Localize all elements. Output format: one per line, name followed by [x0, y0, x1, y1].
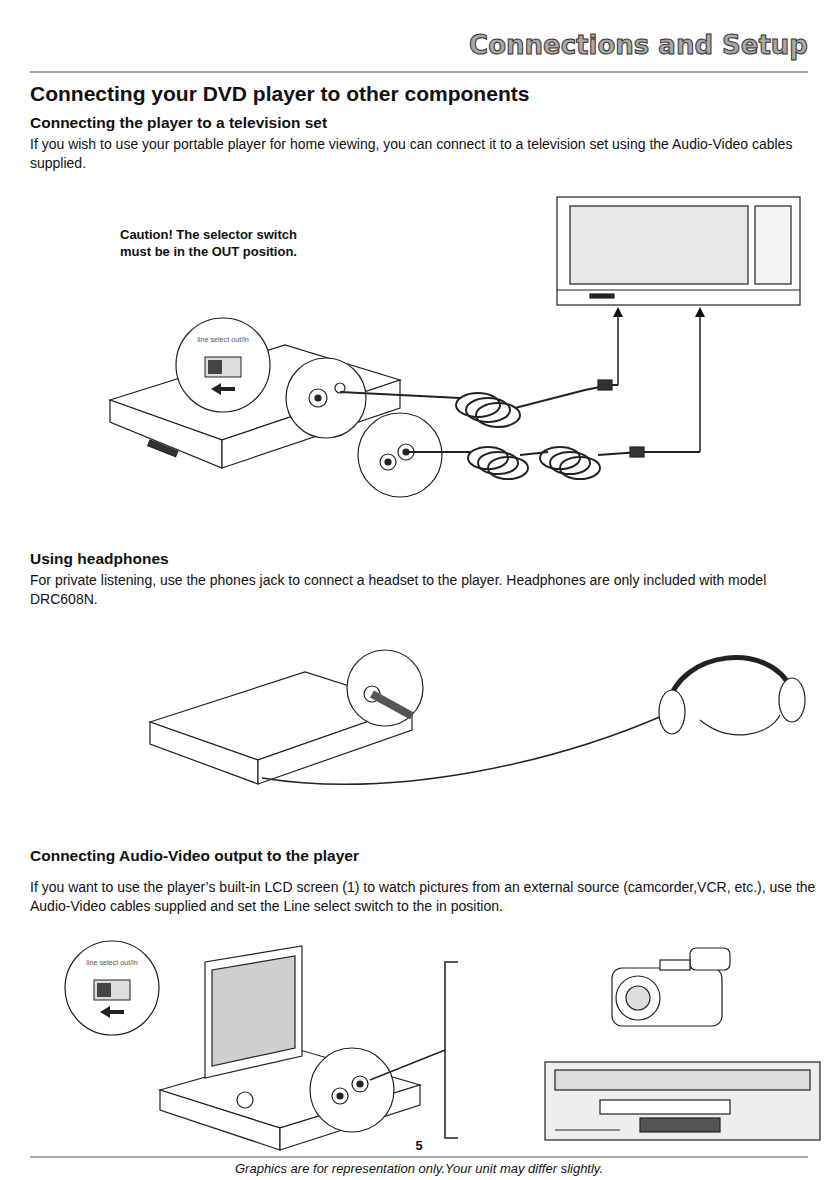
headphones	[659, 658, 805, 735]
headphone-cord	[262, 716, 662, 784]
rule	[30, 1156, 808, 1157]
jack-magnifier	[347, 650, 423, 726]
body-text: If you want to use the player’s built-in…	[30, 878, 820, 916]
switch-magnifier: line select out/in	[175, 317, 271, 413]
dvd-player	[150, 672, 412, 784]
bracket	[445, 962, 458, 1138]
switch-magnifier: line select out/in	[64, 940, 160, 1036]
caption: Graphics are for representation only.You…	[0, 1161, 838, 1176]
section-heading: Connecting Audio-Video output to the pla…	[30, 847, 820, 865]
camcorder	[612, 948, 730, 1026]
vcr	[545, 1062, 820, 1140]
switch-label: line select out/in	[175, 335, 271, 344]
body-text: For private listening, use the phones ja…	[30, 571, 820, 609]
rule	[30, 71, 808, 72]
page-number: 5	[0, 1138, 838, 1153]
section-heading: Connecting the player to a television se…	[30, 114, 820, 132]
magnifier-outline	[175, 317, 271, 413]
jack-magnifier	[310, 1048, 394, 1132]
av-cable	[340, 385, 700, 479]
television	[557, 197, 800, 305]
running-header: Connections and Setup	[380, 30, 808, 60]
caution-note: Caution! The selector switch must be in …	[120, 226, 305, 260]
jack-magnifier	[286, 358, 442, 497]
switch-label: line select out/in	[64, 958, 160, 967]
page-title: Connecting your DVD player to other comp…	[30, 82, 820, 106]
body-text: If you wish to use your portable player …	[30, 135, 820, 173]
magnifier-outline	[64, 940, 160, 1036]
section-heading: Using headphones	[30, 550, 820, 568]
dvd-player-open	[160, 946, 420, 1150]
